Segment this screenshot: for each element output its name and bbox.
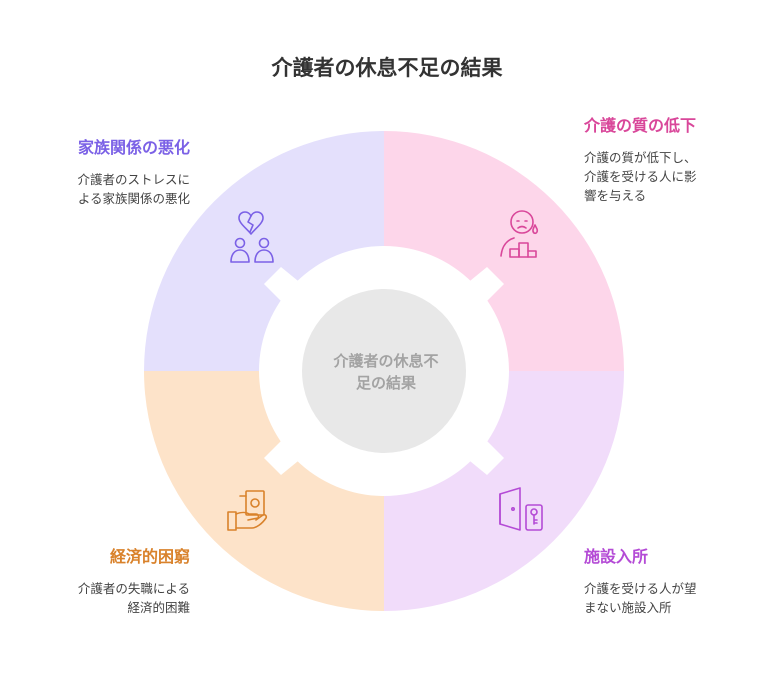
center-circle xyxy=(302,289,466,453)
arrow-economic xyxy=(264,416,326,475)
economic-title: 経済的困窮 xyxy=(109,547,190,566)
diagram-title: 介護者の休息不足の結果 xyxy=(271,56,503,80)
center-label-line2: 足の結果 xyxy=(355,374,416,392)
family-desc-line: 介護者のストレスに xyxy=(77,172,190,187)
hand-money-icon xyxy=(227,490,268,531)
sad-person-blocks-icon xyxy=(500,210,539,258)
arrow-facility xyxy=(442,416,504,475)
arrow-quality xyxy=(442,267,504,326)
segment-family xyxy=(144,131,384,371)
facility-desc-line: まない施設入所 xyxy=(584,600,672,615)
quality-desc-line: 響を与える xyxy=(584,188,647,203)
broken-heart-people-icon xyxy=(230,211,274,263)
block-family: 家族関係の悪化 介護者のストレスに よる家族関係の悪化 xyxy=(40,134,190,208)
economic-description: 介護者の失職による 経済的困難 xyxy=(40,579,190,617)
block-quality: 介護の質の低下 介護の質が低下し、 介護を受ける人に影 響を与える xyxy=(584,112,734,205)
quality-description: 介護の質が低下し、 介護を受ける人に影 響を与える xyxy=(584,148,734,205)
center-label: 介護者の休息不 足の結果 xyxy=(303,350,469,394)
quality-desc-line: 介護の質が低下し、 xyxy=(584,150,697,165)
economic-desc-line: 経済的困難 xyxy=(127,600,190,615)
family-title: 家族関係の悪化 xyxy=(77,138,190,157)
center-label-line1: 介護者の休息不 xyxy=(333,352,439,370)
facility-description: 介護を受ける人が望 まない施設入所 xyxy=(584,579,734,617)
arrow-family xyxy=(264,267,326,326)
quality-desc-line: 介護を受ける人に影 xyxy=(584,169,697,184)
door-key-icon xyxy=(499,487,543,531)
block-facility: 施設入所 介護を受ける人が望 まない施設入所 xyxy=(584,543,734,617)
block-economic: 経済的困窮 介護者の失職による 経済的困難 xyxy=(40,543,190,617)
segment-quality xyxy=(384,131,624,371)
family-desc-line: よる家族関係の悪化 xyxy=(77,191,190,206)
quality-title: 介護の質の低下 xyxy=(584,116,697,135)
segment-facility xyxy=(384,371,624,611)
economic-desc-line: 介護者の失職による xyxy=(77,581,190,596)
facility-title: 施設入所 xyxy=(584,547,649,566)
family-description: 介護者のストレスに よる家族関係の悪化 xyxy=(40,170,190,208)
facility-desc-line: 介護を受ける人が望 xyxy=(584,581,697,596)
